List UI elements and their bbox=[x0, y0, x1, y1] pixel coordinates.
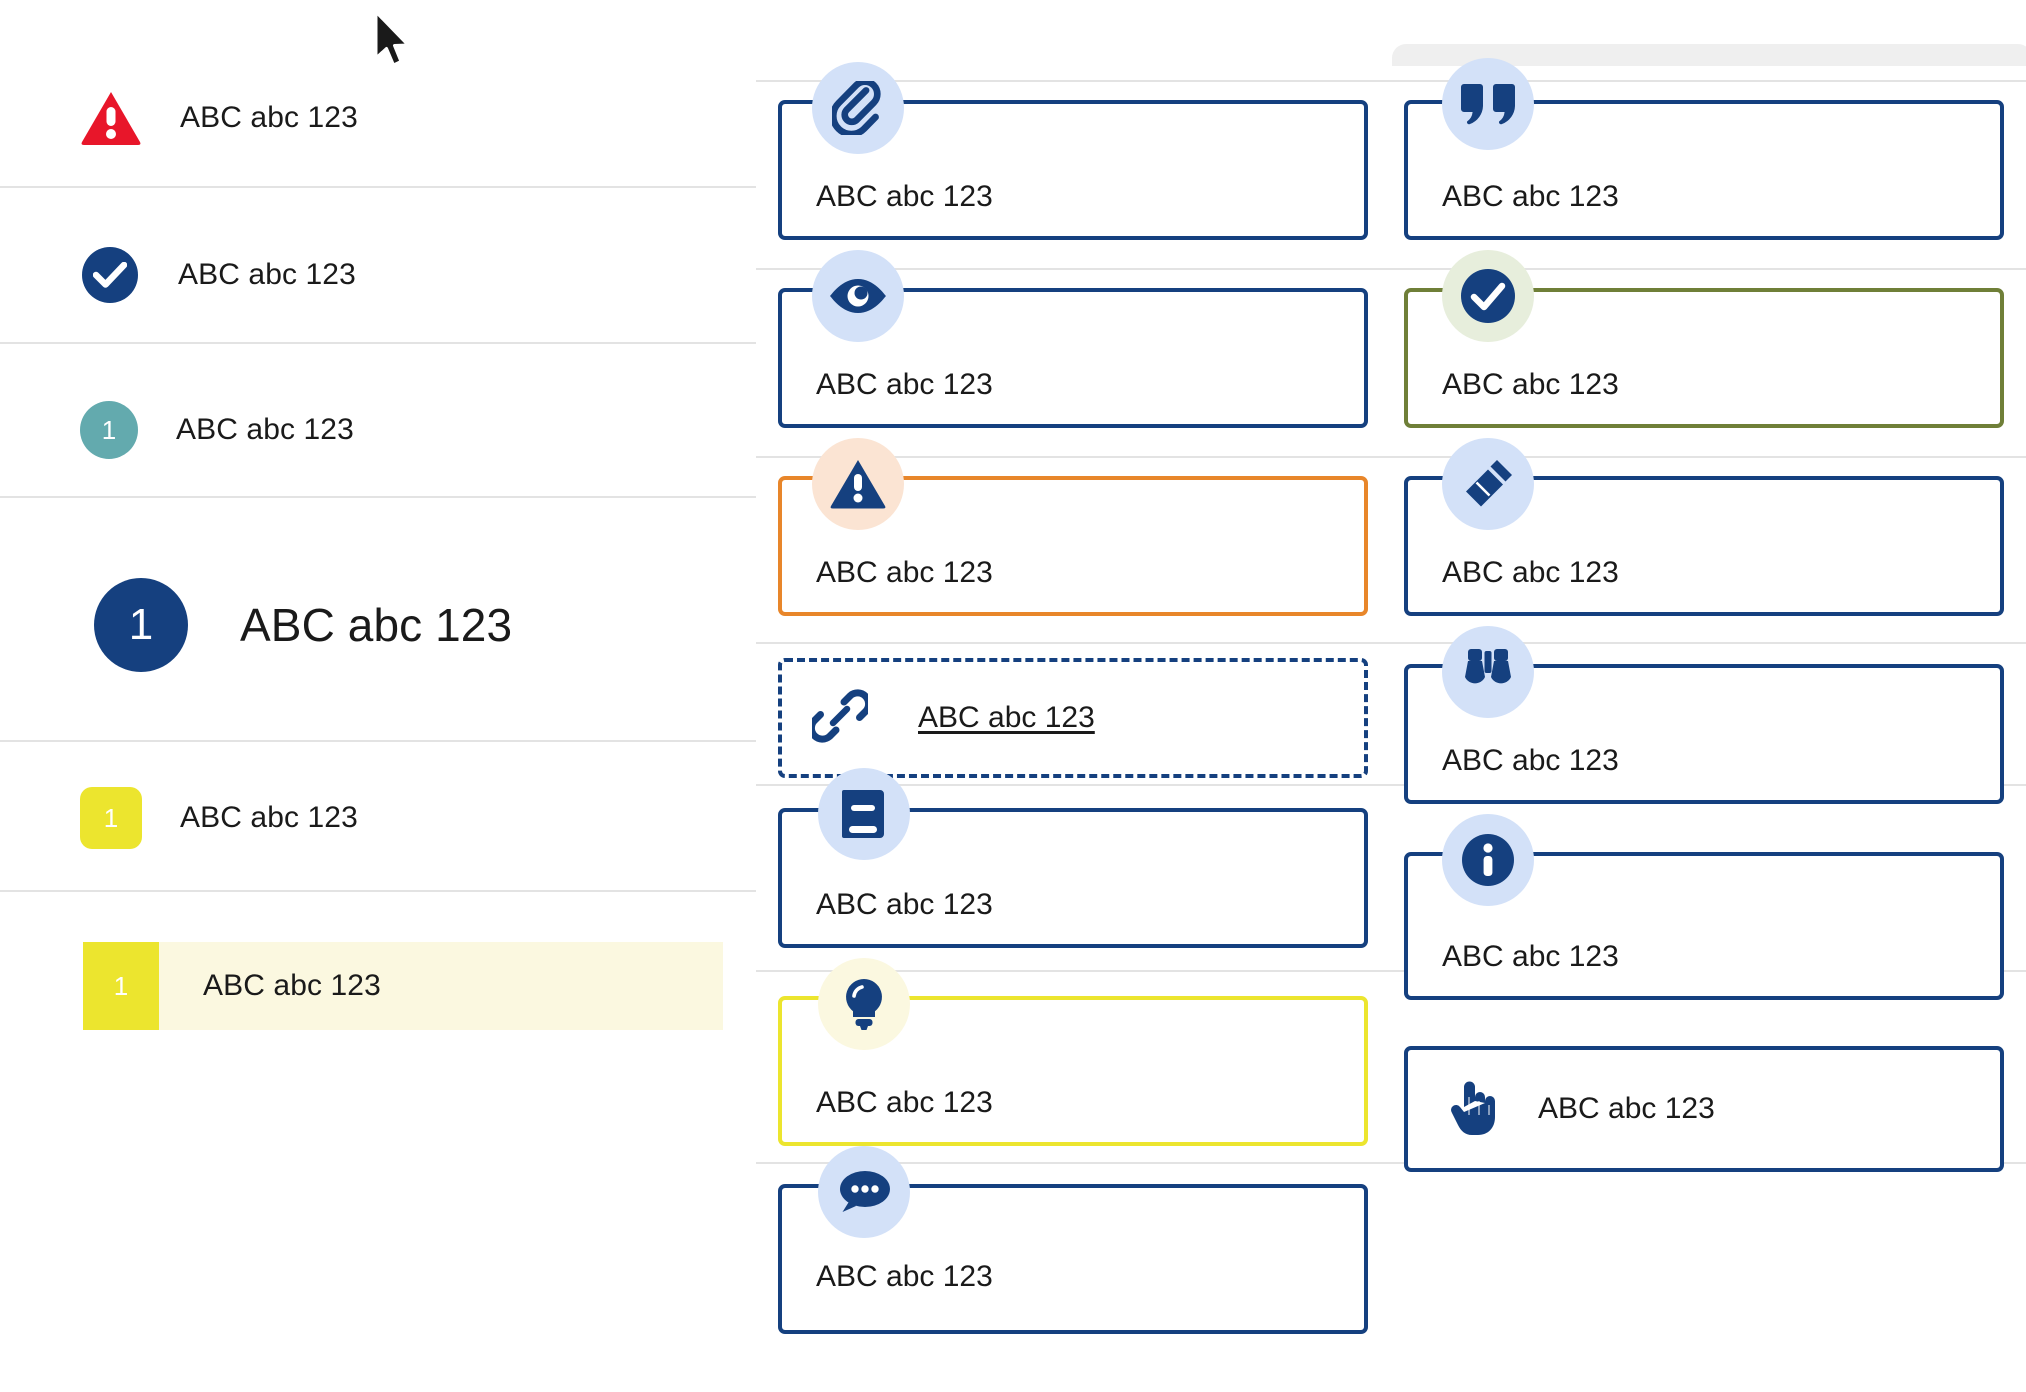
card-link[interactable]: ABC abc 123 bbox=[778, 658, 1368, 778]
separator-line bbox=[756, 80, 2026, 82]
card-label: ABC abc 123 bbox=[816, 1086, 993, 1119]
number-badge-large: 1 bbox=[94, 578, 188, 672]
check-circle-icon bbox=[1442, 250, 1534, 342]
warning-triangle-icon bbox=[812, 438, 904, 530]
card-label: ABC abc 123 bbox=[1442, 744, 1619, 777]
number-badge-square: 1 bbox=[83, 942, 159, 1030]
binoculars-icon bbox=[1442, 626, 1534, 718]
chat-bubble-icon bbox=[818, 1146, 910, 1238]
list-item[interactable]: ABC abc 123 bbox=[0, 78, 836, 158]
list-item-label: ABC abc 123 bbox=[180, 101, 358, 134]
list-item[interactable]: 1 ABC abc 123 bbox=[0, 570, 850, 680]
card-label: ABC abc 123 bbox=[1442, 556, 1619, 589]
card-label: ABC abc 123 bbox=[816, 1260, 993, 1293]
hand-pointer-icon bbox=[1448, 1077, 1500, 1142]
list-item-label: ABC abc 123 bbox=[203, 969, 381, 1002]
card-label: ABC abc 123 bbox=[1442, 368, 1619, 401]
card-label: ABC abc 123 bbox=[816, 556, 993, 589]
paperclip-icon bbox=[812, 62, 904, 154]
list-item[interactable]: ABC abc 123 bbox=[0, 235, 838, 315]
separator-line bbox=[756, 456, 2026, 458]
separator-line bbox=[756, 970, 2026, 972]
list-item-label-large: ABC abc 123 bbox=[240, 599, 513, 651]
separator-line bbox=[0, 186, 756, 188]
separator-line bbox=[756, 268, 2026, 270]
lightbulb-icon bbox=[818, 958, 910, 1050]
check-circle-icon bbox=[82, 247, 138, 303]
card-label: ABC abc 123 bbox=[1442, 180, 1619, 213]
number-badge-square: 1 bbox=[80, 787, 142, 849]
left-list: ABC abc 123 ABC abc 123 1 ABC abc 123 1 … bbox=[0, 0, 756, 1392]
card-label: ABC abc 123 bbox=[816, 888, 993, 921]
top-right-panel bbox=[1392, 44, 2026, 66]
book-icon bbox=[818, 768, 910, 860]
separator-line bbox=[0, 342, 756, 344]
quote-icon bbox=[1442, 58, 1534, 150]
separator-line bbox=[756, 642, 2026, 644]
link-icon bbox=[807, 688, 873, 749]
card-hand-pointer[interactable]: ABC abc 123 bbox=[1404, 1046, 2004, 1172]
separator-line bbox=[0, 740, 756, 742]
separator-line bbox=[756, 784, 2026, 786]
separator-line bbox=[0, 496, 756, 498]
separator-line bbox=[756, 1162, 2026, 1164]
card-label: ABC abc 123 bbox=[1442, 940, 1619, 973]
card-label: ABC abc 123 bbox=[816, 180, 993, 213]
list-item-selected[interactable]: 1 ABC abc 123 bbox=[83, 942, 723, 1030]
warning-triangle-icon bbox=[80, 90, 142, 146]
list-item[interactable]: 1 ABC abc 123 bbox=[0, 390, 836, 470]
number-badge: 1 bbox=[80, 401, 138, 459]
list-item-label: ABC abc 123 bbox=[178, 258, 356, 291]
info-icon bbox=[1442, 814, 1534, 906]
eye-icon bbox=[812, 250, 904, 342]
pencil-icon bbox=[1442, 438, 1534, 530]
list-item-label: ABC abc 123 bbox=[176, 413, 354, 446]
card-link-label[interactable]: ABC abc 123 bbox=[918, 701, 1095, 734]
separator-line bbox=[0, 890, 756, 892]
list-item[interactable]: 1 ABC abc 123 bbox=[0, 778, 836, 858]
list-item-label: ABC abc 123 bbox=[180, 801, 358, 834]
card-label: ABC abc 123 bbox=[1538, 1092, 1715, 1125]
card-label: ABC abc 123 bbox=[816, 368, 993, 401]
